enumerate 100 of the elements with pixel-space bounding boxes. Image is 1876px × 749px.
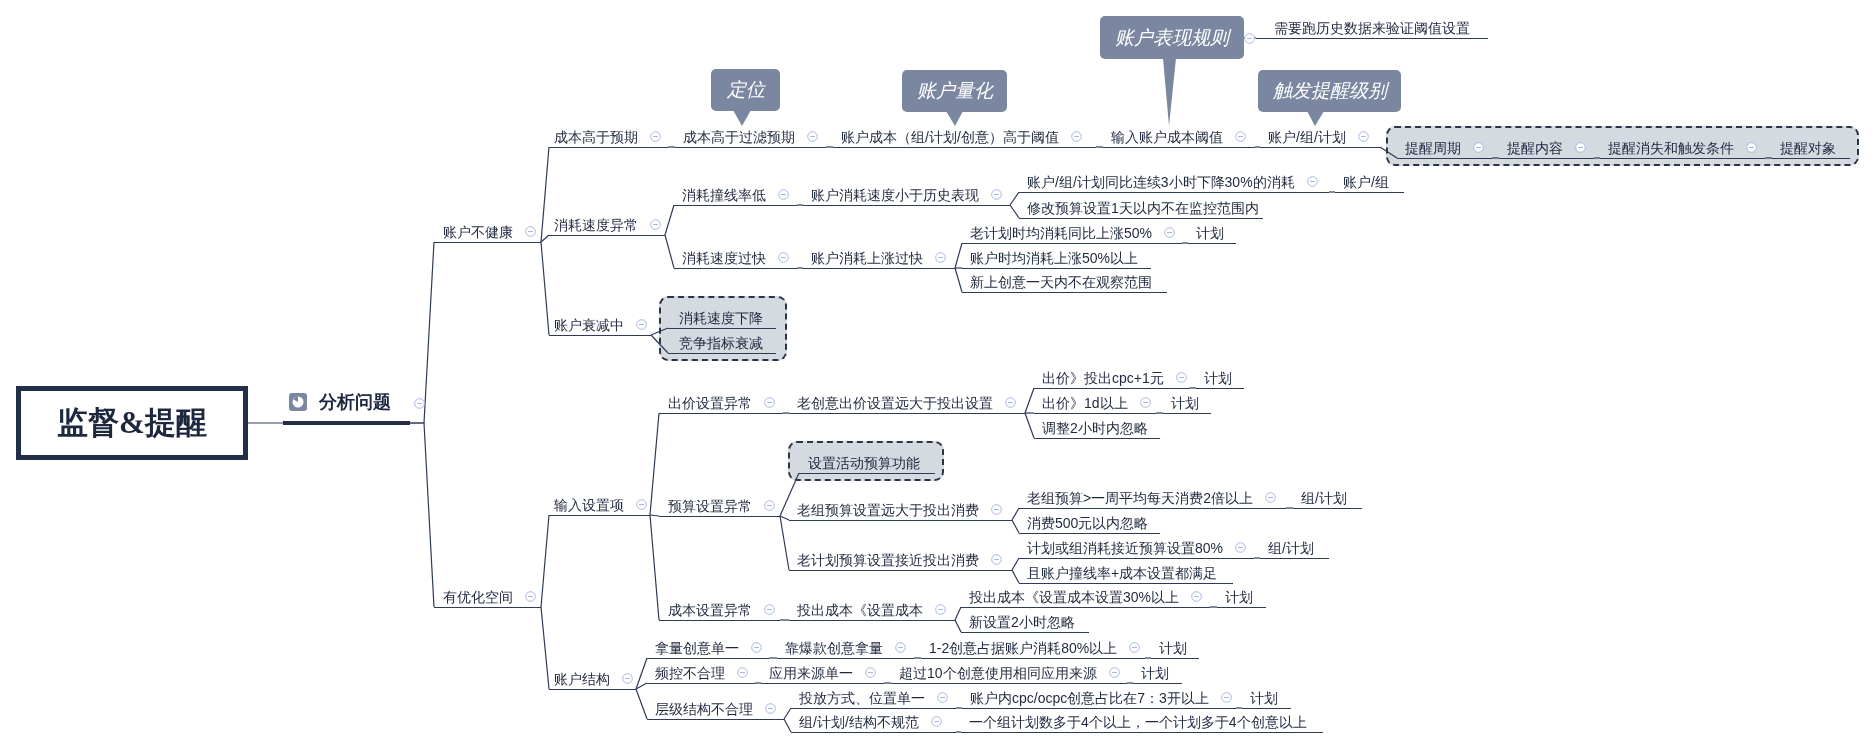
connector-line (1095, 146, 1104, 148)
topic-text: 账户成本（组/计划/创意）高于阈值 (841, 127, 1059, 147)
topic-text: 调整2小时内忽略 (1042, 418, 1148, 438)
topic-text: 账户/组/计划 (1268, 127, 1346, 147)
dashed-group-box (788, 441, 944, 481)
callout-bubble: 账户表现规则 (1100, 16, 1244, 59)
topic-text: 老组预算设置远大于投出消费 (797, 500, 979, 520)
connector-line (1011, 507, 1020, 521)
topic-text: 老组预算>一周平均每天消费2倍以上 (1027, 488, 1253, 508)
connector-line (247, 422, 284, 424)
topic-text: 账户消耗上涨过快 (811, 248, 923, 268)
connector-line (1009, 191, 1020, 206)
connector-line (540, 241, 550, 336)
connector-line (667, 146, 676, 148)
topic-text: 计划 (1141, 663, 1169, 683)
connector-line (540, 146, 550, 243)
topic-text: 账户衰减中 (554, 315, 624, 335)
topic-text: 账户/组/计划同比连续3小时下降30%的消耗 (1027, 172, 1295, 192)
connector-line (649, 514, 660, 621)
connector-line (1285, 507, 1294, 509)
topic-text: 账户/组 (1343, 172, 1389, 192)
topic-text: 计划或组消耗接近预算设置80% (1027, 538, 1224, 558)
topic-text: 老计划时均消耗同比上涨50% (970, 223, 1153, 243)
topic-text: 设置活动预算功能 (808, 453, 920, 473)
topic-text: 频控不合理 (655, 663, 725, 683)
topic-text: 老创意出价设置远大于投出设置 (797, 393, 993, 413)
connector-line (540, 234, 550, 243)
connector-line (796, 267, 804, 269)
topic-text: 输入账户成本阈值 (1111, 127, 1223, 147)
topic-text: 超过10个创意使用相同应用来源 (899, 663, 1097, 683)
topic-text: 出价设置异常 (668, 393, 752, 413)
topic-text: 层级结构不合理 (655, 699, 753, 719)
connector-line (1155, 412, 1164, 414)
topic-text: 计划 (1204, 368, 1232, 388)
topic-text: 竞争指标衰减 (679, 333, 763, 353)
topic-text: 修改预算设置1天以内不在监控范围内 (1027, 198, 1259, 218)
topic-text: 消耗速度异常 (554, 215, 638, 235)
connector-line (954, 242, 963, 269)
connector-line (754, 682, 762, 684)
topic-text: 提醒消失和触发条件 (1608, 138, 1734, 158)
connector-line (1144, 657, 1152, 659)
callout-bubble: 定位 (711, 69, 780, 111)
connector-line (540, 606, 550, 690)
topic-text: 消耗速度过快 (682, 248, 766, 268)
connector-line (779, 515, 790, 521)
topic-text: 且账户撞线率+成本设置都满足 (1027, 563, 1218, 583)
topic-text: 出价》1d以上 (1042, 393, 1128, 413)
topic-text: 成本高于预期 (554, 127, 638, 147)
topic-text: 投放方式、位置单一 (799, 688, 925, 708)
connector-line (1024, 412, 1035, 439)
topic-text: 拿量创意单一 (655, 638, 739, 658)
connector-line (779, 472, 800, 517)
connector-line (1209, 606, 1218, 608)
topic-text: 计划 (1159, 638, 1187, 658)
topic-text: 计划 (1171, 393, 1199, 413)
connector-line (783, 707, 792, 720)
connector-line (635, 682, 648, 690)
connector-line (1254, 146, 1261, 148)
topic-text: 投出成本《设置成本设置30%以上 (969, 587, 1180, 607)
connector-line (1764, 157, 1773, 159)
topic-text: 新上创意一天内不在观察范围 (970, 272, 1152, 292)
connector-line (635, 657, 648, 690)
dashed-group-box (659, 296, 787, 361)
topic-text: 账户不健康 (443, 222, 513, 242)
connector-line (779, 515, 790, 571)
topic-text: 计划 (1225, 587, 1253, 607)
topic-text: 出价》投出cpc+1元 (1042, 368, 1164, 388)
topic-text: 成本高于过滤预期 (683, 127, 795, 147)
connector-line (1235, 707, 1243, 709)
callout-bubble: 触发提醒级别 (1258, 70, 1401, 112)
central-topic-box: 监督&提醒 (16, 386, 248, 460)
connector-line (1009, 204, 1020, 219)
topic-text: 分析问题 (319, 391, 391, 413)
topic-text: 账户消耗速度小于历史表现 (811, 185, 979, 205)
topic-text: 消耗速度下降 (679, 308, 763, 328)
topic-text: 输入设置项 (554, 495, 624, 515)
connector-line (1011, 569, 1020, 584)
connector-line (409, 422, 435, 608)
topic-text: 提醒内容 (1507, 138, 1563, 158)
topic-text: 应用来源单一 (769, 663, 853, 683)
connector-line (796, 204, 804, 206)
connector-line (913, 657, 922, 659)
connector-line (649, 514, 660, 517)
connector-line (650, 334, 669, 354)
topic-text: 提醒周期 (1405, 138, 1461, 158)
topic-text: 需要跑历史数据来验证阈值设置 (1274, 18, 1470, 38)
topic-text: 账户内cpc/ocpc创意占比在7：3开以上 (970, 688, 1209, 708)
connector-line (1188, 387, 1197, 389)
topic-text: 消费500元以内忽略 (1027, 513, 1149, 533)
topic-text: 账户时均消耗上涨50%以上 (970, 248, 1139, 268)
topic-text: 投出成本《设置成本 (797, 600, 923, 620)
connector-line (1491, 157, 1500, 159)
topic-text: 新设置2小时忽略 (969, 612, 1075, 632)
topic-text: 计划 (1196, 223, 1224, 243)
topic-text: 消耗撞线率低 (682, 185, 766, 205)
connector-line (1328, 191, 1336, 193)
connector-line (1253, 557, 1261, 559)
connector-line (954, 267, 963, 269)
connector-line (1181, 242, 1189, 244)
connector-line (783, 718, 792, 733)
